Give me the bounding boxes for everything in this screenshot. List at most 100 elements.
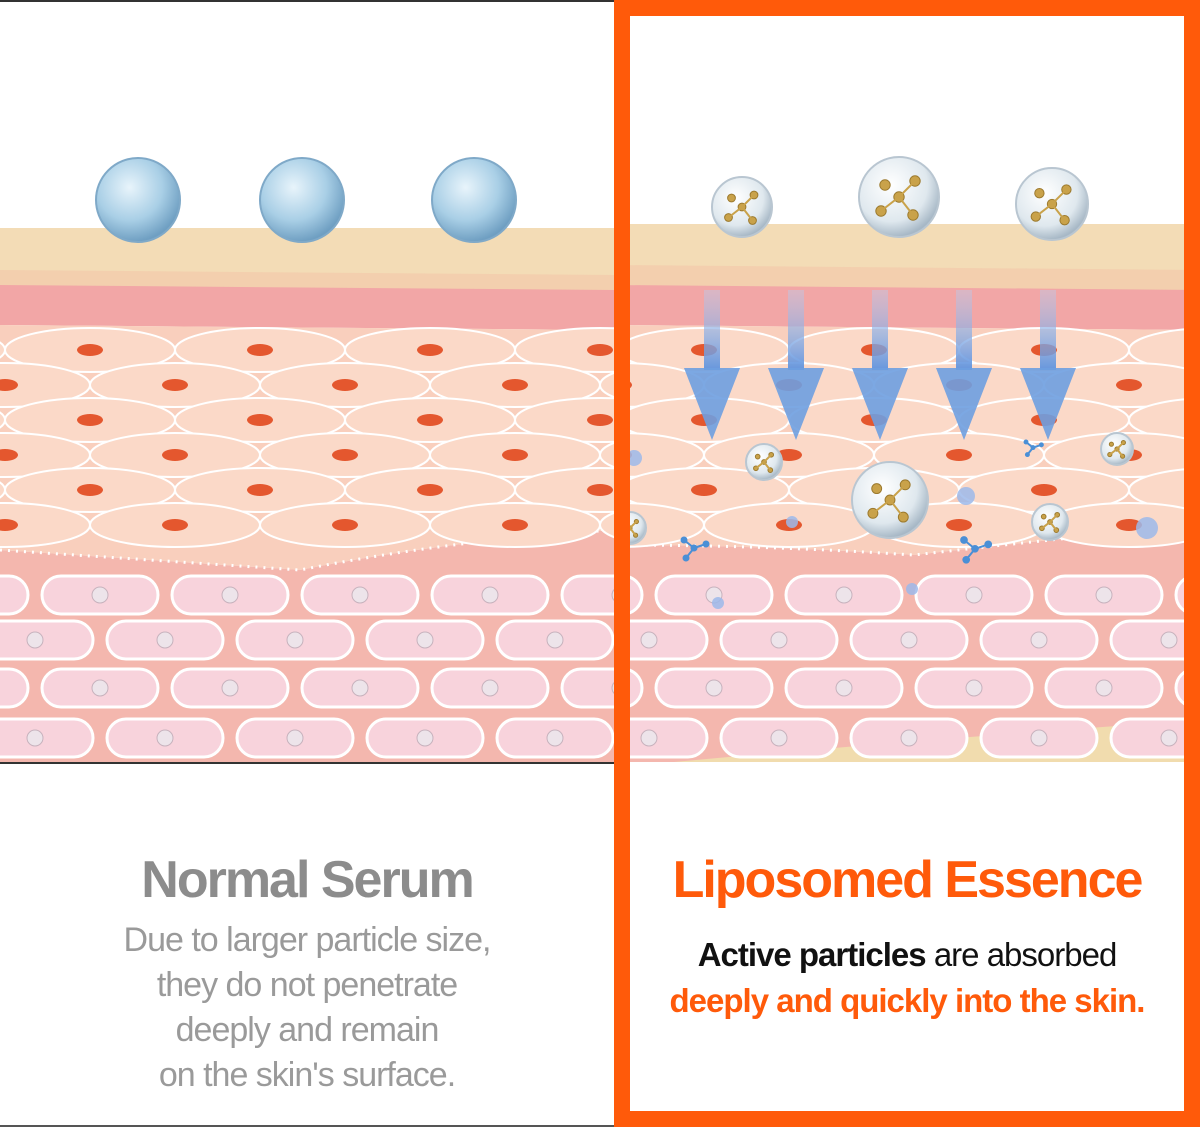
epidermis-cell <box>1128 397 1200 443</box>
serum-droplets <box>95 157 517 243</box>
dermis-cell <box>614 574 644 616</box>
normal-serum-skin-illustration <box>0 157 614 762</box>
dermis-cell <box>1044 574 1164 616</box>
dermis-cell <box>614 667 644 709</box>
epidermis-cell <box>259 502 431 548</box>
dermis-cell <box>914 667 1034 709</box>
molecule-icon <box>680 536 710 562</box>
dermis-cell <box>560 667 614 709</box>
dermis-cell <box>614 619 709 661</box>
liposomed-essence-skin-illustration <box>614 156 1200 762</box>
top-border <box>0 0 614 2</box>
dermis-cell <box>979 717 1099 759</box>
particle-dot <box>906 583 918 595</box>
particle-dot <box>626 450 642 466</box>
particle-dot <box>712 597 724 609</box>
epidermis-cell <box>514 467 614 513</box>
liposome-particle-icon <box>851 461 929 539</box>
liposome-particle-icon <box>614 511 647 545</box>
absorption-arrows <box>684 290 1076 440</box>
absorption-arrow-icon <box>936 290 992 440</box>
epidermis-cell <box>429 362 601 408</box>
epidermis-cell <box>4 467 176 513</box>
dermis-cell <box>40 574 160 616</box>
serum-droplet-icon <box>259 157 345 243</box>
liposome-particle-icon <box>711 176 773 238</box>
epidermis-cell <box>873 432 1045 478</box>
description-line: deeply and remain <box>175 1011 440 1049</box>
dermis-cell <box>235 619 355 661</box>
dermis-cell <box>0 667 30 709</box>
epidermis-cell <box>174 397 346 443</box>
dermis-cell <box>1109 619 1200 661</box>
dermis-cell <box>0 717 95 759</box>
dermis-cell <box>1109 717 1200 759</box>
epidermis-cell <box>599 371 614 399</box>
epidermis-cell <box>429 502 601 548</box>
normal-serum-title: Normal Serum <box>141 851 474 909</box>
dermis-cell <box>430 667 550 709</box>
dermis-cell <box>0 619 95 661</box>
active-molecules <box>626 439 1158 609</box>
dermis-cell <box>430 574 550 616</box>
epidermis-cell <box>1128 467 1200 513</box>
dermis-cell <box>495 717 614 759</box>
dermis-cell <box>170 574 290 616</box>
molecule-icon <box>1023 439 1044 458</box>
normal-serum-panel: Normal Serum Due to larger particle size… <box>0 0 614 1127</box>
illustration-divider <box>0 762 614 764</box>
dermis-cell <box>614 717 709 759</box>
dermis-cell <box>170 667 290 709</box>
serum-droplet-icon <box>95 157 181 243</box>
dermis-cell <box>40 667 160 709</box>
epidermis-cell <box>89 502 261 548</box>
dermis-cell <box>365 717 485 759</box>
dermis-cell <box>365 619 485 661</box>
liposomed-essence-description: Active particles are absorbed deeply and… <box>630 932 1184 1024</box>
absorption-arrow-icon <box>684 290 740 440</box>
description-line: Due to larger particle size, <box>123 921 492 959</box>
epidermis-cell <box>599 441 614 469</box>
liposome-particle-icon <box>1100 432 1134 466</box>
dermis-cell <box>654 667 774 709</box>
epidermis-cell <box>599 511 614 539</box>
liposome-particle-icon <box>1015 167 1089 241</box>
epidermis-cell <box>259 362 431 408</box>
left-epidermis-cells <box>0 327 614 548</box>
liposomed-essence-panel: Liposomed Essence Active particles are a… <box>614 0 1200 1127</box>
normal-serum-caption: Normal Serum Due to larger particle size… <box>0 850 614 1098</box>
liposome-particles <box>614 156 1134 545</box>
left-dermis-cells <box>0 574 614 759</box>
particle-dot <box>957 487 975 505</box>
absorbed-text: are absorbed <box>925 936 1117 973</box>
liposome-particle-icon <box>745 443 783 481</box>
epidermis-cell <box>89 362 261 408</box>
epidermis-cell <box>259 432 431 478</box>
epidermis-cell <box>174 327 346 373</box>
dermis-cell <box>1174 574 1200 616</box>
description-line-1: Active particles are absorbed <box>630 932 1184 978</box>
description-line: on the skin's surface. <box>158 1056 456 1094</box>
serum-droplet-icon <box>431 157 517 243</box>
epidermis-cell <box>4 397 176 443</box>
dermis-cell <box>849 619 969 661</box>
absorption-arrow-icon <box>852 290 908 440</box>
dermis-cell <box>495 619 614 661</box>
dermis-cell <box>784 574 904 616</box>
epidermis-cell <box>174 467 346 513</box>
absorption-arrow-icon <box>768 290 824 440</box>
epidermis-cell <box>89 432 261 478</box>
active-particles-label: Active particles <box>697 936 927 973</box>
dermis-cell <box>300 574 420 616</box>
normal-serum-description: Due to larger particle size, they do not… <box>0 918 614 1098</box>
absorption-arrow-icon <box>1020 290 1076 440</box>
dermis-cell <box>0 574 30 616</box>
epidermis-cell <box>344 397 516 443</box>
liposomed-essence-title: Liposomed Essence <box>672 851 1144 909</box>
epidermis-cell <box>514 327 614 373</box>
epidermis-cell <box>429 432 601 478</box>
dermis-cell <box>235 717 355 759</box>
dermis-cell <box>719 619 839 661</box>
deeply-quickly-text: deeply and quickly into the skin. <box>669 982 1146 1019</box>
epidermis-cell <box>1128 327 1200 373</box>
